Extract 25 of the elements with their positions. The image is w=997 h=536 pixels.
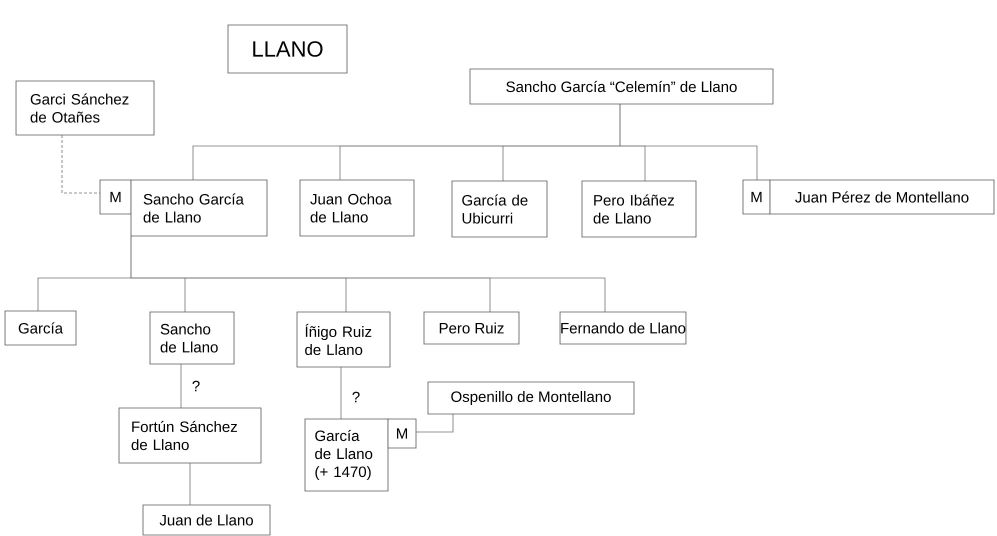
connector-line	[620, 104, 758, 180]
name-box: Sancho de Llano	[150, 312, 234, 364]
name-box: Fortún Sánchez de Llano	[118, 408, 262, 464]
name-box: Juan Ochoa de Llano	[300, 180, 414, 236]
connector-line	[416, 414, 454, 432]
name-box: Pero Ibáñez de Llano	[582, 180, 696, 238]
edge-label: ?	[350, 390, 362, 404]
title-box: LLANO	[228, 24, 348, 74]
connector-line	[62, 134, 100, 194]
name-box: García de Llano (+ 1470)	[304, 418, 388, 492]
name-box: García de Ubicurri	[452, 180, 548, 238]
name-box: Fernando de Llano	[560, 312, 686, 344]
name-box: Garci Sánchez de Otañes	[16, 80, 154, 136]
name-box: Pero Ruiz	[424, 312, 520, 344]
marriage-box: M	[388, 418, 416, 448]
marriage-box: M	[100, 180, 132, 214]
name-box: Juan de Llano	[142, 504, 270, 536]
name-box: Ospenillo de Montellano	[428, 382, 634, 414]
name-box: García	[4, 310, 76, 346]
name-box: Sancho García “Celemín” de Llano	[470, 68, 774, 104]
edge-label: ?	[190, 380, 202, 392]
connector-line	[340, 366, 342, 420]
connector-line	[180, 364, 182, 408]
marriage-box: M	[742, 180, 770, 214]
name-box: Íñigo Ruiz de Llano	[296, 312, 390, 368]
